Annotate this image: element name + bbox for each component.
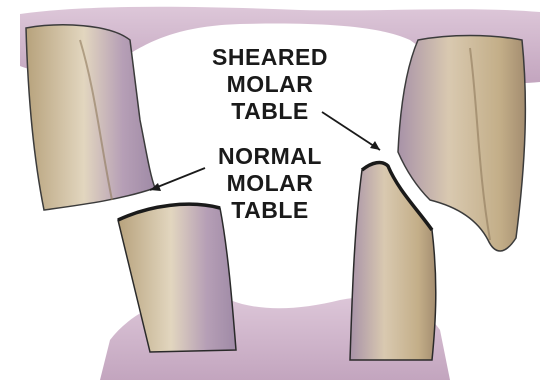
- sheared-label-line3: TABLE: [231, 98, 308, 124]
- normal-label-line2: MOLAR: [227, 170, 314, 196]
- normal-label-line1: NORMAL: [218, 143, 322, 169]
- sheared-pointer-arrow: [322, 112, 380, 150]
- sheared-label-line2: MOLAR: [227, 71, 314, 97]
- upper-left-tooth: [26, 25, 155, 210]
- sheared-label-line1: SHEARED: [212, 44, 328, 70]
- normal-label-line3: TABLE: [231, 197, 308, 223]
